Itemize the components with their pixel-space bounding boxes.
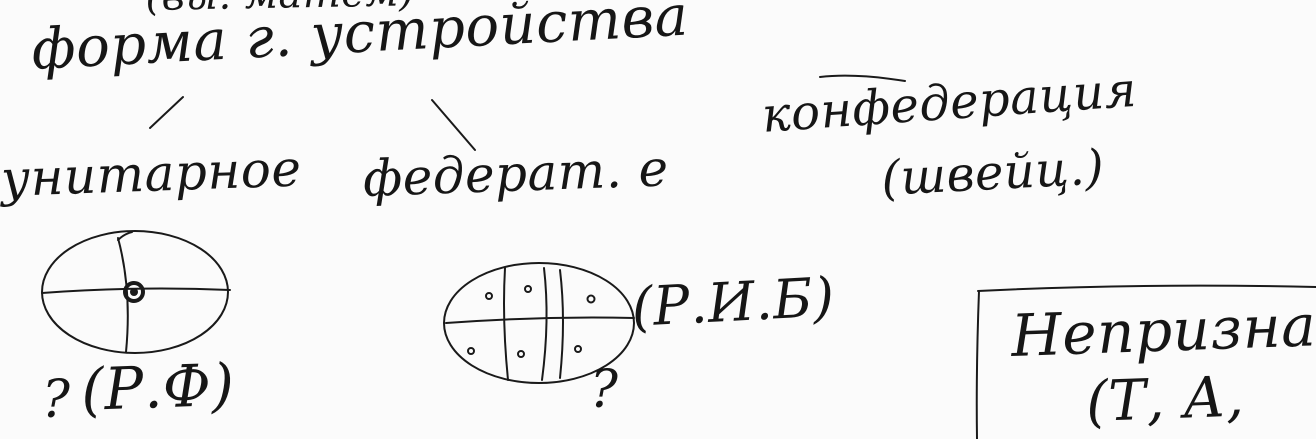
federal-vertical-line-2 <box>541 267 548 381</box>
federal-marker <box>517 350 525 358</box>
federal-examples: (Р.И.Б) <box>630 265 837 339</box>
unitary-center-dot <box>130 288 138 296</box>
federal-marker <box>574 345 582 353</box>
federal-ellipse <box>443 262 635 384</box>
federal-horizontal-line <box>445 316 635 324</box>
heading-underline <box>819 74 906 82</box>
federal-state-symbol <box>443 262 635 384</box>
confederation-examples: (швейц.) <box>880 139 1106 207</box>
branch-line-unitary <box>149 96 184 129</box>
unitary-center-ring <box>123 281 145 303</box>
federal-question-mark: ? <box>590 360 619 420</box>
unitary-state-symbol <box>41 230 231 354</box>
federal-marker <box>586 294 596 304</box>
federal-marker <box>524 285 532 293</box>
unitary-question-mark: ? <box>42 370 71 430</box>
unrecognized-box-border <box>975 284 1316 439</box>
federal-vertical-line-1 <box>503 267 509 381</box>
unitary-examples: (Р.Ф) <box>80 350 236 424</box>
unitary-label: унитарное <box>0 139 303 208</box>
unitary-top-tick <box>117 231 133 241</box>
unrecognized-states-title: Непризна <box>1010 291 1316 370</box>
unrecognized-states-examples: (Т, А, <box>1085 364 1246 435</box>
federal-vertical-line-3 <box>559 269 564 379</box>
branch-line-federal <box>431 99 476 151</box>
unrecognized-box-left-edge <box>975 290 980 439</box>
federal-marker <box>467 347 475 355</box>
federal-label: федерат. е <box>362 139 670 208</box>
federal-marker <box>485 292 493 300</box>
unrecognized-box-top-edge <box>977 284 1316 292</box>
